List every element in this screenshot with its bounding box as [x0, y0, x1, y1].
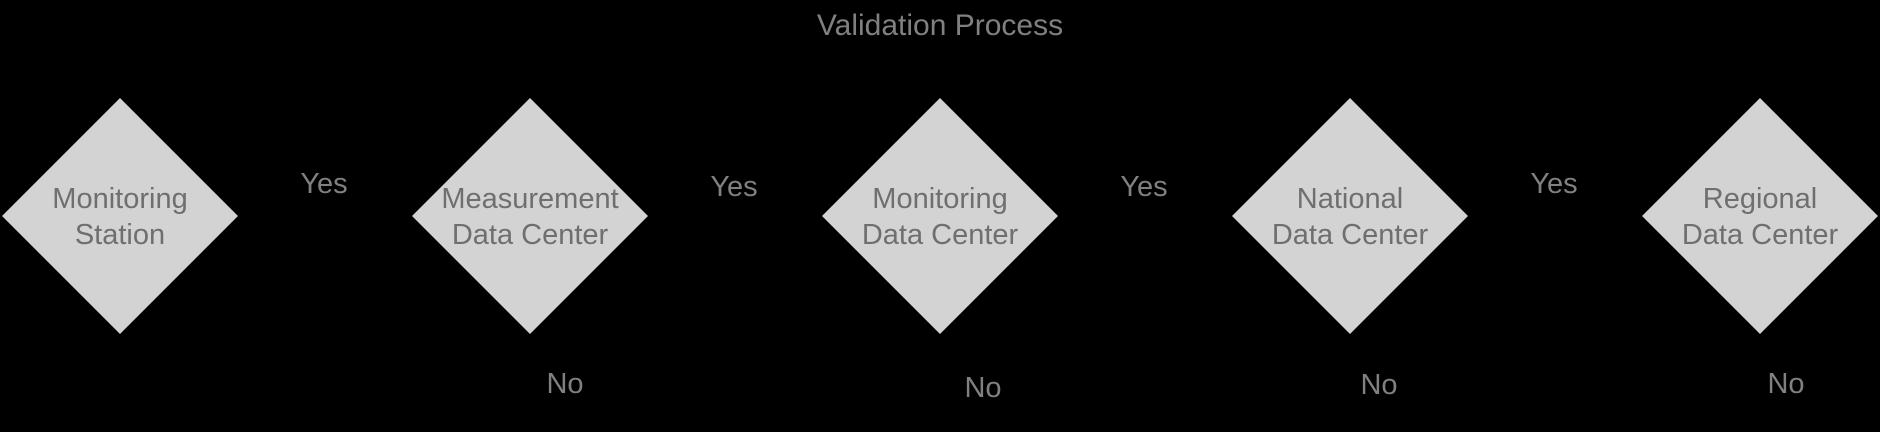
- node-label: Monitoring Data Center: [822, 181, 1058, 253]
- node-label: Measurement Data Center: [412, 181, 648, 253]
- decision-node-national-data-center: National Data Center: [1232, 98, 1468, 334]
- node-label-line2: Data Center: [861, 219, 1019, 251]
- node-label-line2: Station: [74, 219, 166, 251]
- diagram-title: Validation Process: [816, 9, 1064, 42]
- node-label: Regional Data Center: [1642, 181, 1878, 253]
- node-label-line2: Data Center: [1271, 219, 1429, 251]
- yes-label: Yes: [300, 168, 348, 200]
- node-label-line1: Regional: [1702, 183, 1818, 215]
- diamond-shape: [2, 98, 238, 334]
- node-label-line1: Monitoring: [872, 183, 1008, 215]
- yes-label: Yes: [710, 171, 758, 203]
- no-label: No: [964, 372, 1002, 404]
- node-label-line1: National: [1296, 183, 1404, 215]
- node-label: National Data Center: [1232, 181, 1468, 253]
- node-label: Monitoring Station: [2, 181, 238, 253]
- node-label-line2: Data Center: [1681, 219, 1839, 251]
- decision-node-monitoring-station: Monitoring Station: [2, 98, 238, 334]
- no-label: No: [1360, 369, 1398, 401]
- diamond-shape: [412, 98, 648, 334]
- diamond-shape: [1232, 98, 1468, 334]
- decision-node-regional-data-center: Regional Data Center: [1642, 98, 1878, 334]
- node-label-line1: Monitoring: [52, 183, 188, 215]
- yes-label: Yes: [1120, 171, 1168, 203]
- yes-label: Yes: [1530, 168, 1578, 200]
- no-label: No: [1767, 368, 1805, 400]
- node-label-line1: Measurement: [441, 183, 619, 215]
- diamond-shape: [1642, 98, 1878, 334]
- decision-node-monitoring-data-center: Monitoring Data Center: [822, 98, 1058, 334]
- diamond-shape: [822, 98, 1058, 334]
- node-label-line2: Data Center: [451, 219, 609, 251]
- no-label: No: [546, 368, 584, 400]
- decision-node-measurement-data-center: Measurement Data Center: [412, 98, 648, 334]
